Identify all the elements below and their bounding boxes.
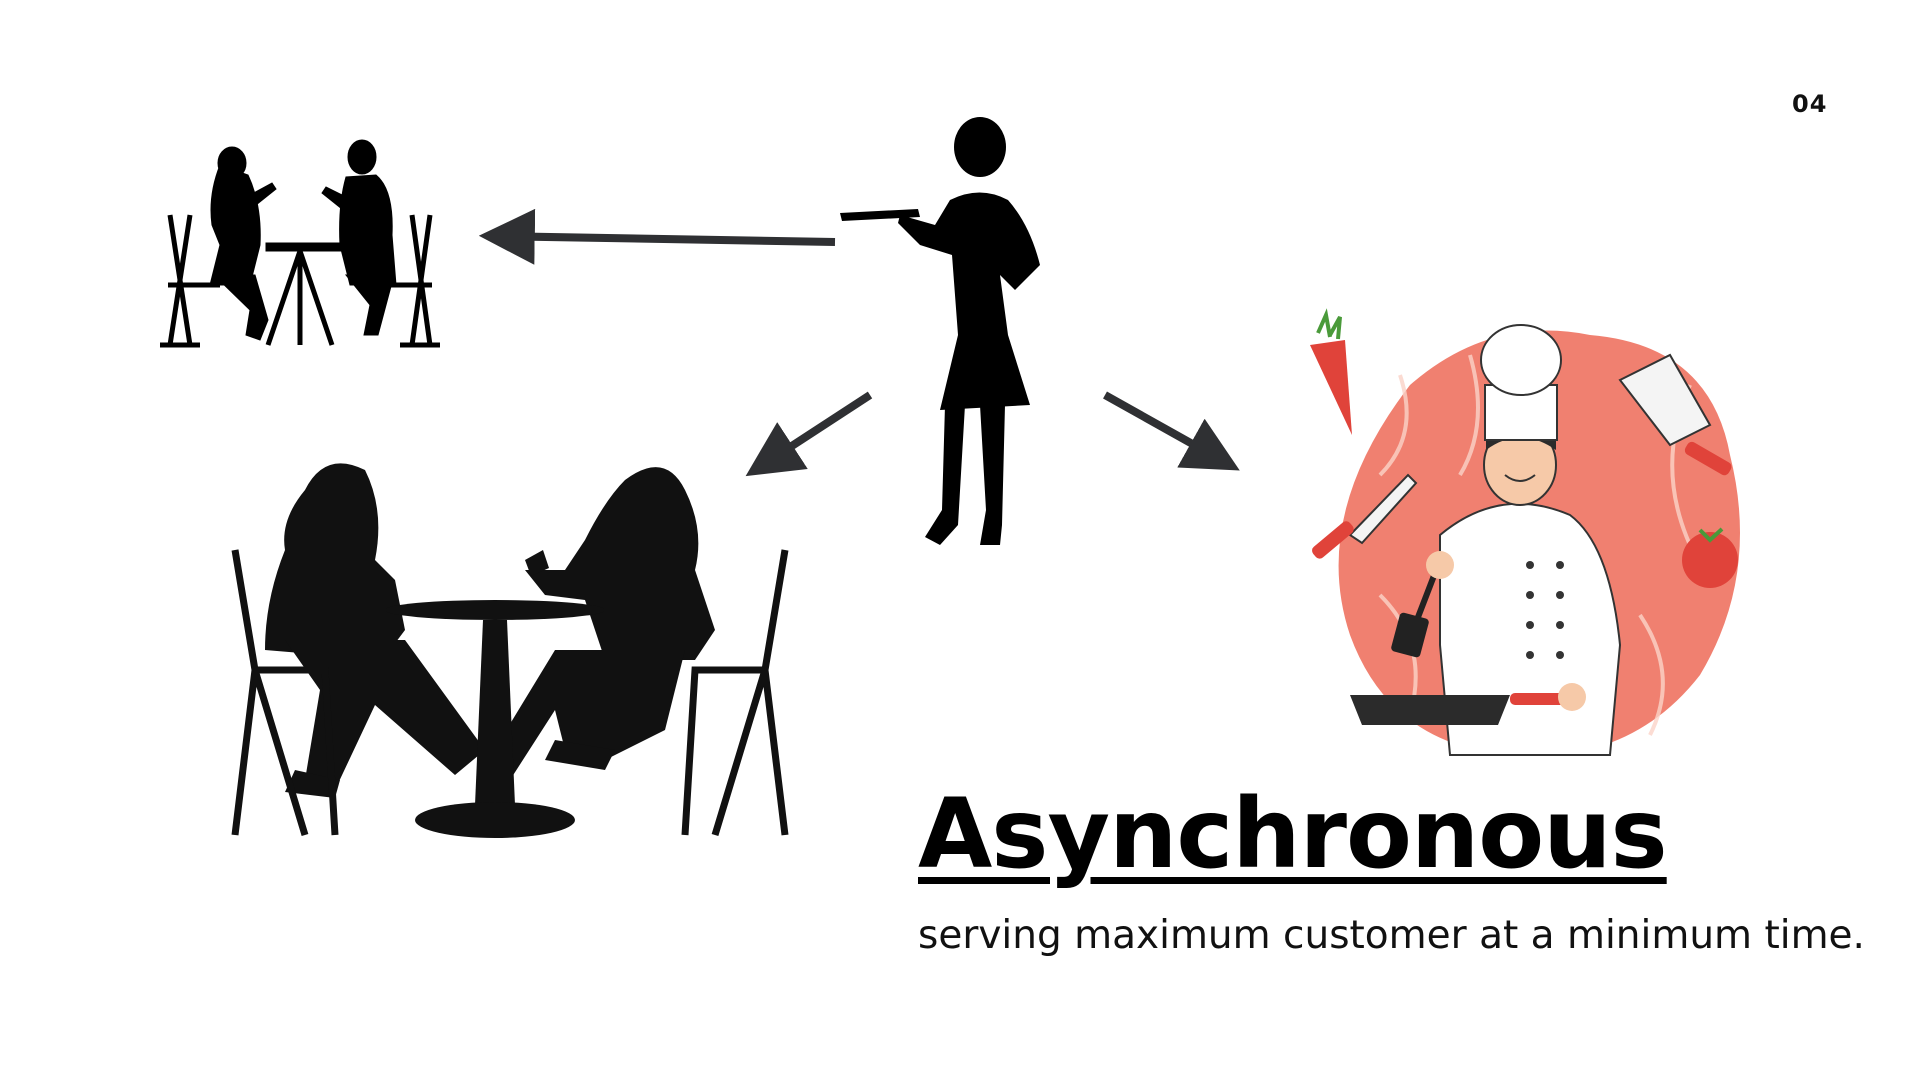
- chef-cooking-icon: [1310, 308, 1740, 756]
- arrow-to-small-table: [478, 208, 836, 265]
- waitress-silhouette-icon: [840, 117, 1040, 545]
- arrow-to-chef: [1103, 391, 1240, 471]
- slide-title: Asynchronous: [918, 778, 1668, 890]
- women-round-table-silhouette-icon: [231, 463, 789, 838]
- arrow-to-large-table: [745, 391, 873, 477]
- page-number: 04: [1792, 90, 1828, 118]
- couple-table-silhouette-icon: [160, 139, 440, 348]
- slide-subtitle: serving maximum customer at a minimum ti…: [918, 913, 1865, 958]
